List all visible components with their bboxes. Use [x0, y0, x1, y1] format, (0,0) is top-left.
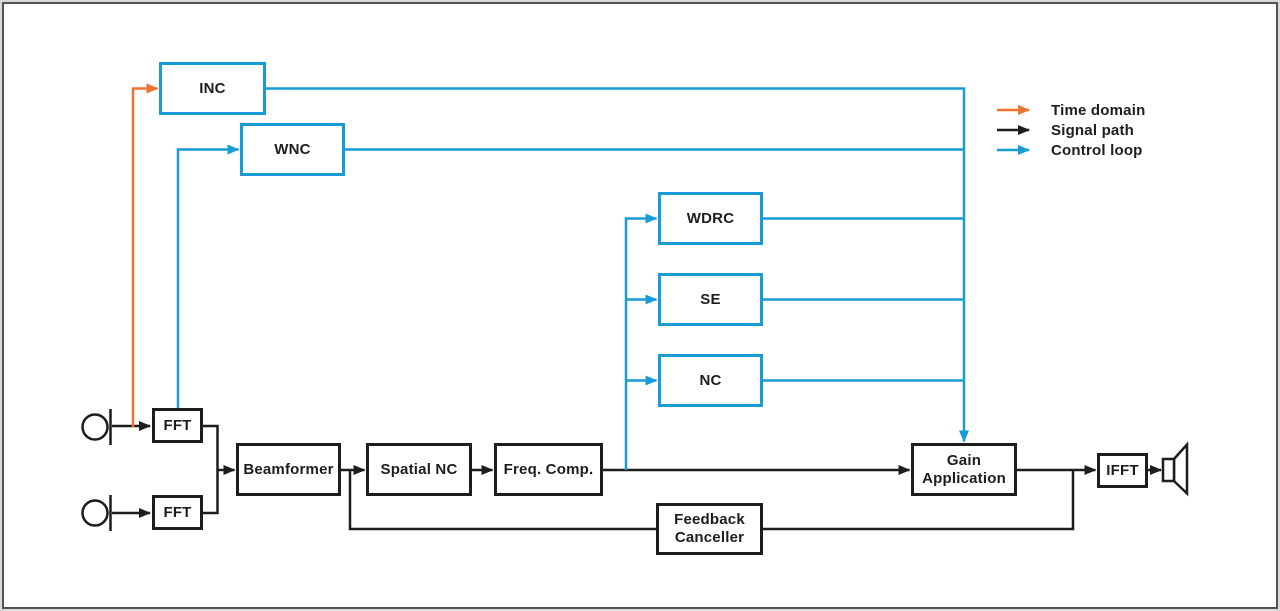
wire-beamformer-output-to-feedback-canceller: [348, 470, 656, 531]
block-ifft: IFFT: [1097, 453, 1148, 488]
block-spatial-nc: Spatial NC: [366, 443, 472, 496]
wire-fft-top-to-beamformer: [203, 424, 236, 475]
legend-item-signal-path: Signal path: [996, 120, 1145, 140]
block-wnc: WNC: [240, 123, 345, 176]
legend-label-signal-path: Signal path: [1051, 121, 1135, 139]
block-wdrc: WDRC: [658, 192, 763, 245]
legend-label-control-loop: Control loop: [1051, 141, 1143, 159]
wire-freq-comp-tap-to-wdrc: [624, 213, 658, 470]
loudspeaker-icon: [1161, 441, 1189, 497]
block-beamformer: Beamformer: [236, 443, 341, 496]
legend-label-time-domain: Time domain: [1051, 101, 1146, 119]
signal-path-wires: [112, 421, 1162, 531]
block-fft-bottom: FFT: [152, 495, 203, 530]
block-inc: INC: [159, 62, 266, 115]
control-loop-arrow-icon: [997, 145, 1030, 155]
wire-fft-to-wnc: [176, 144, 240, 408]
wire-inc-to-gain-application: [266, 87, 969, 443]
block-freq-comp: Freq. Comp.: [494, 443, 603, 496]
wire-fft-bottom-to-beamformer: [203, 470, 219, 515]
time-domain-wires: [131, 83, 159, 427]
legend-item-time-domain: Time domain: [996, 100, 1145, 120]
legend-item-control-loop: Control loop: [996, 140, 1145, 160]
block-gain-application: Gain Application: [911, 443, 1017, 496]
wire-feedback-canceller-to-output: [763, 471, 1075, 531]
block-nc: NC: [658, 354, 763, 407]
microphone-icon: [81, 409, 112, 445]
legend: Time domain Signal path Control loop: [996, 100, 1145, 160]
block-se: SE: [658, 273, 763, 326]
time-domain-arrow-icon: [997, 105, 1030, 115]
control-loop-wires: [176, 87, 969, 470]
microphone-icon: [81, 495, 112, 531]
block-fft-top: FFT: [152, 408, 203, 443]
block-feedback-canceller: Feedback Canceller: [656, 503, 763, 555]
wire-mic-tap-to-inc: [131, 83, 159, 427]
signal-path-arrow-icon: [997, 125, 1030, 135]
